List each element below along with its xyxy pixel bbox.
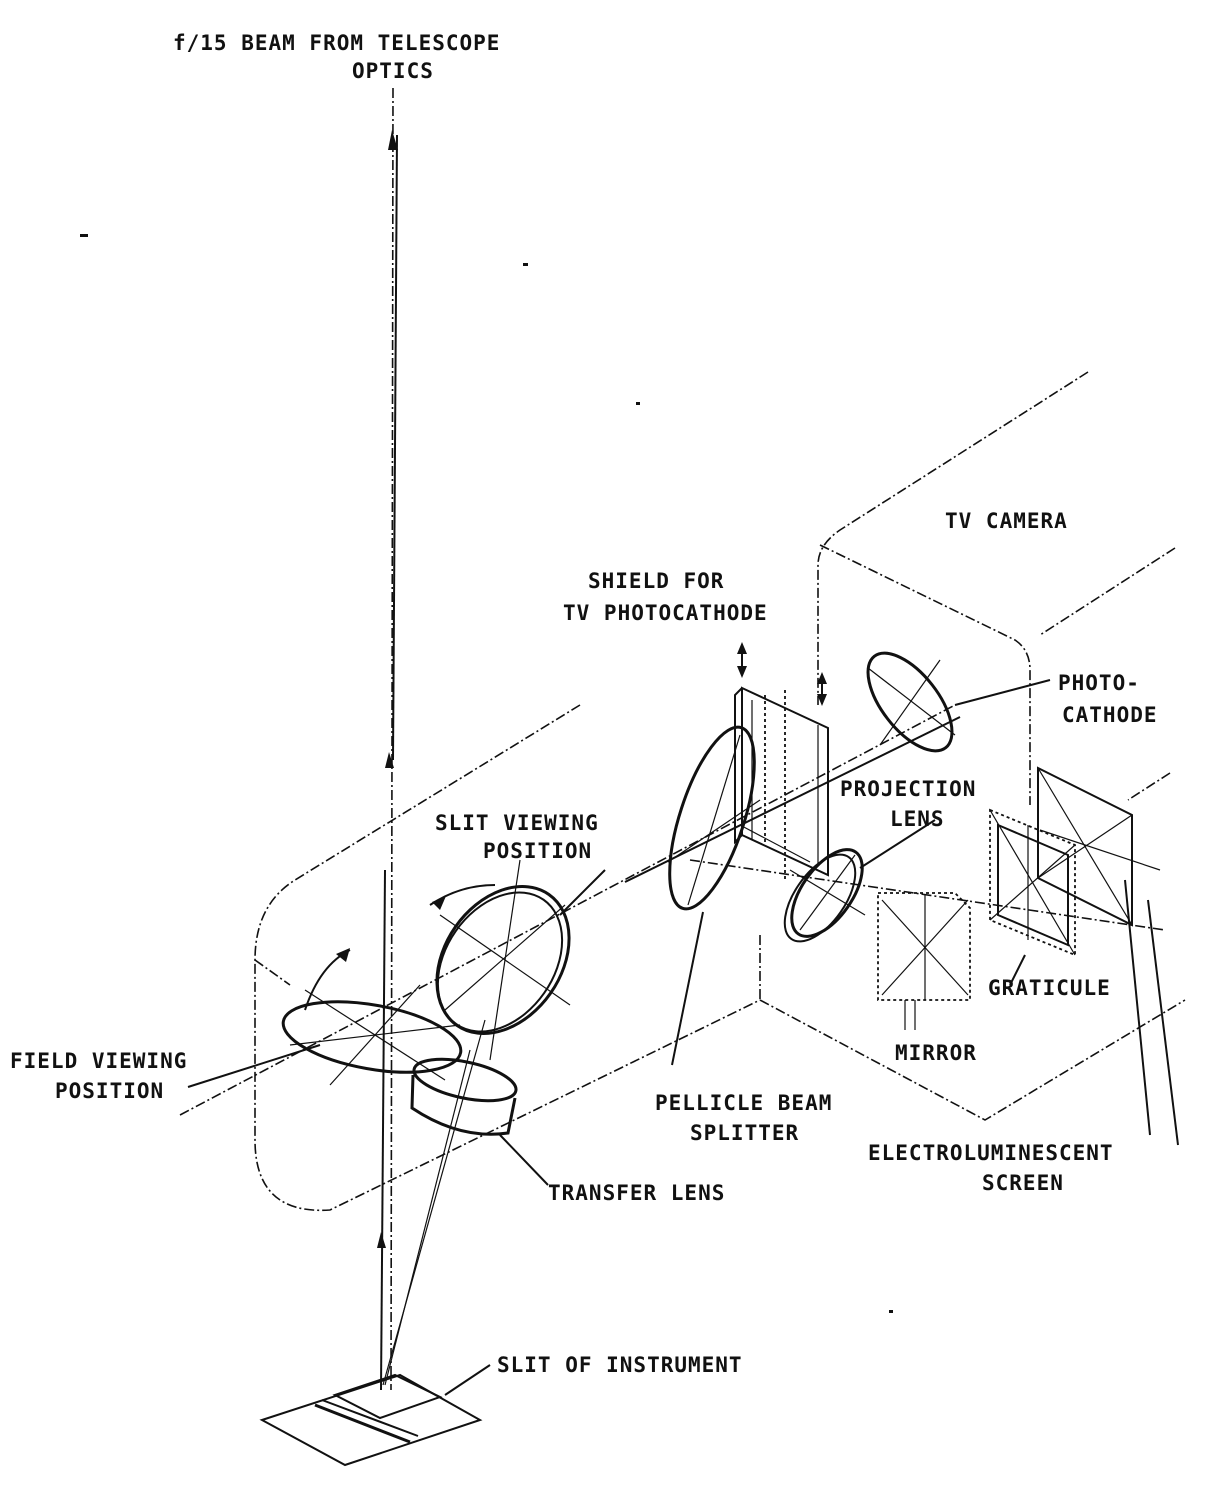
instrument-housing bbox=[254, 704, 1186, 1212]
transfer-lens bbox=[410, 1057, 518, 1136]
graticule bbox=[989, 808, 1076, 957]
pellicle-label-line2: SPLITTER bbox=[690, 1121, 799, 1145]
electroluminescent-screen bbox=[1037, 766, 1161, 927]
slit-viewing-mirror bbox=[429, 859, 571, 1061]
leader-lines bbox=[187, 869, 1179, 1396]
pellicle-label-line1: PELLICLE BEAM bbox=[655, 1091, 832, 1115]
electroluminescent-label-line2: SCREEN bbox=[982, 1171, 1064, 1195]
beam-label-line1: f/15 BEAM FROM TELESCOPE bbox=[173, 31, 500, 55]
slit-instrument-label: SLIT OF INSTRUMENT bbox=[497, 1353, 743, 1377]
field-viewing-label-line1: FIELD VIEWING bbox=[10, 1049, 187, 1073]
electroluminescent-label-line1: ELECTROLUMINESCENT bbox=[868, 1141, 1114, 1165]
telescope-beam bbox=[377, 87, 398, 1391]
shield-label-line1: SHIELD FOR bbox=[588, 569, 724, 593]
photocathode-shield bbox=[734, 642, 829, 880]
projection-lens bbox=[783, 819, 936, 943]
slit-viewing-label-line1: SLIT VIEWING bbox=[435, 811, 599, 835]
field-viewing-mirror bbox=[281, 948, 463, 1086]
photocathode-label-line2: CATHODE bbox=[1062, 703, 1158, 727]
optical-axis bbox=[179, 704, 1166, 1116]
labels: f/15 BEAM FROM TELESCOPE OPTICS TV CAMER… bbox=[10, 31, 1158, 1377]
graticule-label: GRATICULE bbox=[988, 976, 1111, 1000]
transfer-lens-label: TRANSFER LENS bbox=[548, 1181, 725, 1205]
scan-specks bbox=[80, 234, 893, 1313]
mirror-label: MIRROR bbox=[895, 1041, 977, 1065]
shield-label-line2: TV PHOTOCATHODE bbox=[563, 601, 768, 625]
photocathode-label-line1: PHOTO- bbox=[1058, 671, 1140, 695]
tv-camera-label: TV CAMERA bbox=[945, 509, 1068, 533]
slit-rays bbox=[382, 1019, 486, 1386]
tv-camera-housing bbox=[817, 371, 1176, 805]
slit-viewing-label-line2: POSITION bbox=[483, 839, 592, 863]
photocathode bbox=[866, 651, 1051, 753]
mirror bbox=[877, 892, 971, 1030]
beam-label-line2: OPTICS bbox=[352, 59, 434, 83]
projection-lens-label-line1: PROJECTION bbox=[840, 777, 976, 801]
field-viewing-label-line2: POSITION bbox=[55, 1079, 164, 1103]
projection-lens-label-line2: LENS bbox=[890, 807, 945, 831]
instrument-slit bbox=[259, 1373, 483, 1467]
